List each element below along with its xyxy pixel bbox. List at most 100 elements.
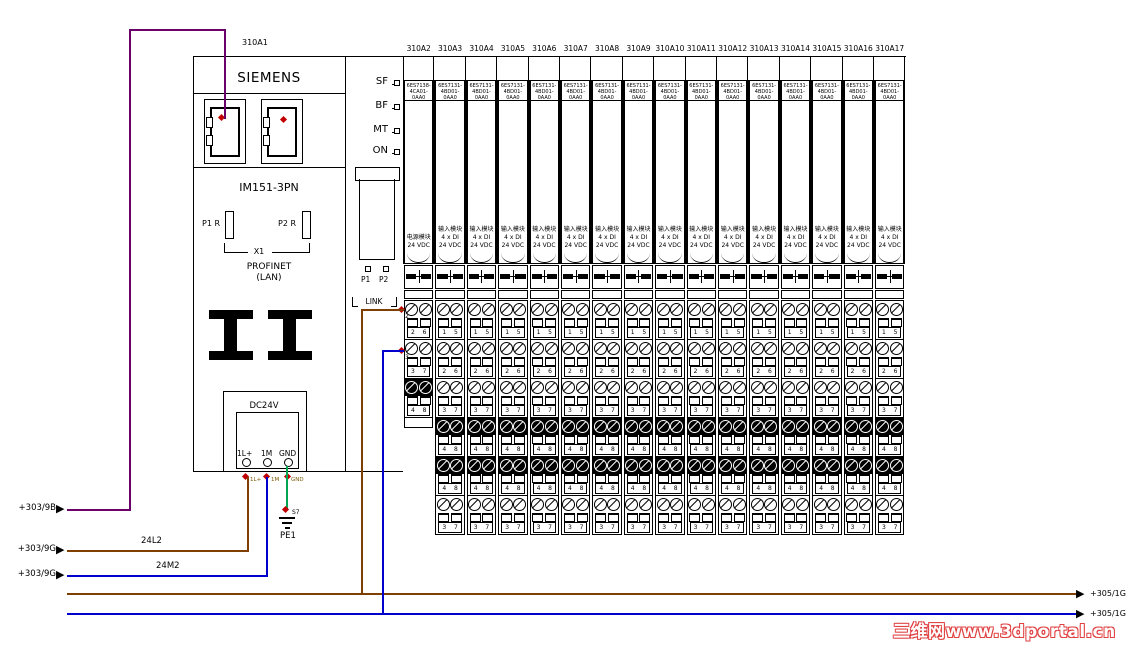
net-label-out2: +305/1G (1090, 609, 1126, 618)
screw-icon (845, 459, 859, 472)
screw-terminals (436, 301, 464, 318)
terminal-seat-icon (796, 318, 808, 327)
terminal-seat-icon (752, 513, 764, 522)
screw-icon (889, 381, 903, 394)
screw-terminals (656, 379, 684, 396)
net-arrow-icon: ▶ (56, 543, 65, 556)
screw-icon (764, 420, 778, 433)
module-top-band (717, 57, 749, 81)
wire-feed-l (361, 309, 404, 311)
screw-terminals (845, 379, 872, 396)
module-top-band (434, 57, 466, 81)
screw-terminals (625, 379, 652, 396)
screw-icon (827, 420, 841, 433)
screw-icon (764, 498, 778, 511)
module-id-label: 310A12 (718, 44, 748, 53)
screw-icon (575, 459, 589, 472)
port2-connector-icon (302, 211, 311, 239)
module-id-label: 310A15 (812, 44, 842, 53)
wire-24m2 (67, 575, 268, 577)
x1-label: X1 (253, 247, 265, 256)
screw-terminals (688, 379, 715, 396)
screw-terminals (781, 457, 810, 474)
screw-terminals (467, 457, 496, 474)
brand-label: SIEMENS (237, 70, 301, 86)
screw-terminals (876, 496, 903, 513)
screw-icon (889, 498, 903, 511)
module-top-band (874, 57, 906, 81)
terminal-seat-icon (500, 396, 512, 405)
terminal-seat-icon (670, 396, 682, 405)
screw-icon (750, 498, 764, 511)
screw-icon (750, 303, 764, 316)
terminal-seat-icon (877, 357, 889, 366)
terminal-clamp-band (812, 290, 842, 299)
module-part-number: 6ES7138-4CA01-0AA0 (405, 83, 433, 101)
module-latch (780, 265, 811, 289)
net-name-24l2: 24L2 (141, 536, 162, 546)
terminal-seat-icon (670, 357, 682, 366)
screw-terminals (719, 379, 746, 396)
screw-icon (625, 420, 639, 433)
terminal-seat-icon (859, 357, 871, 366)
screw-icon (638, 381, 652, 394)
port2-label: P2 R (278, 219, 297, 228)
screw-icon (858, 420, 872, 433)
screw-icon (813, 303, 827, 316)
screw-icon (450, 381, 464, 394)
module-latch-curve (469, 250, 494, 263)
terminal-seat-icon (752, 435, 764, 444)
module-latch-curve (783, 250, 808, 263)
terminal-seat-icon (532, 396, 544, 405)
terminal-seat-icon (482, 474, 494, 483)
terminal-seat-icon (563, 513, 575, 522)
screw-icon (499, 459, 513, 472)
screw-terminals (782, 340, 809, 357)
screw-terminals (719, 301, 746, 318)
terminal-seat-icon (752, 474, 764, 483)
screw-icon (405, 342, 419, 355)
terminal-seat-icon (500, 357, 512, 366)
screw-icon (481, 498, 495, 511)
net-name-24m2: 24M2 (156, 561, 180, 571)
screw-icon (732, 498, 746, 511)
screw-icon (481, 303, 495, 316)
screw-terminals (531, 340, 558, 357)
rail-clamp-icon (268, 310, 312, 360)
terminal-seat-icon (595, 357, 607, 366)
terminal-seat-icon (764, 435, 776, 444)
terminal-seat-icon (890, 357, 902, 366)
screw-terminals (813, 340, 841, 357)
screw-icon (481, 342, 495, 355)
